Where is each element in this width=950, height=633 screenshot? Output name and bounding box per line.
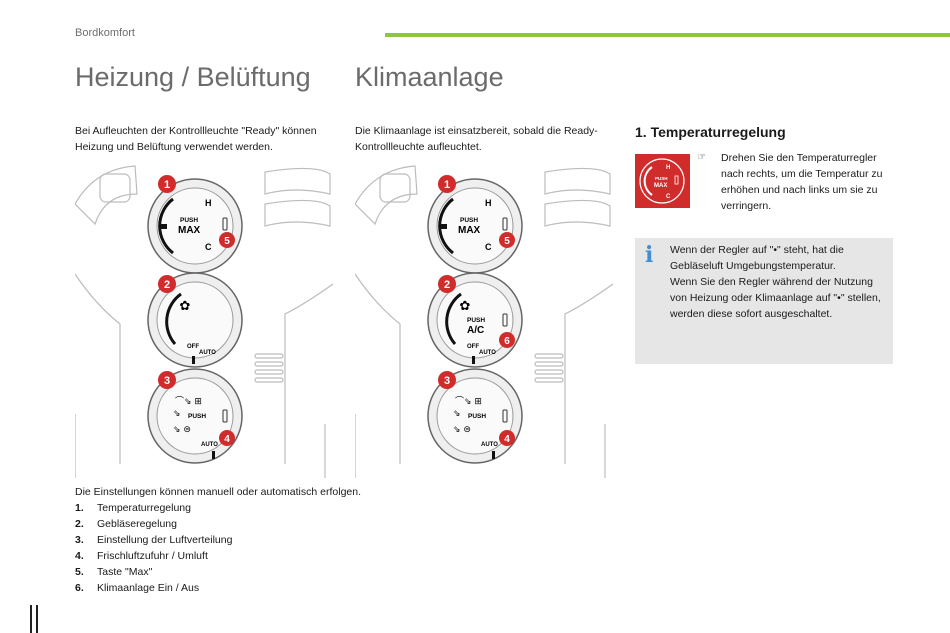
knob2-auto-label: AUTO (199, 350, 216, 356)
list-item-number: 4. (75, 550, 84, 562)
info-note-text: Wenn der Regler auf "•" steht, hat die G… (670, 242, 890, 322)
temperature-knob-thumbnail: H C PUSH MAX (635, 154, 690, 208)
list-item-text: Gebläseregelung (97, 518, 177, 530)
badge-5: 5 (224, 236, 230, 247)
list-item-number: 6. (75, 582, 84, 594)
thumb-h-label: H (666, 165, 670, 171)
list-item-number: 1. (75, 502, 84, 514)
intro-klimaanlage: Die Klimaanlage ist einsatzbereit, sobal… (355, 125, 598, 153)
badge-5: 5 (504, 236, 510, 247)
thumb-max-label: MAX (654, 183, 667, 189)
airflow-feet-icon: ⇘ ⊜ (173, 425, 191, 435)
knob2-auto-label: AUTO (479, 350, 496, 356)
list-item-text: Taste "Max" (97, 566, 153, 578)
list-item-number: 2. (75, 518, 84, 530)
title-heizung: Heizung / Belüftung (75, 62, 311, 92)
list-intro: Die Einstellungen können manuell oder au… (75, 486, 362, 498)
list-item-number: 5. (75, 566, 84, 578)
heizung-control-panel: H C PUSH MAX 1 5 ✿ OFF AUTO 2 ⌒⇘ ⊞ ⇘ PUS… (75, 165, 333, 478)
info-note-box (635, 238, 893, 364)
list-item: 4. Frischluftzufuhr / Umluft (75, 548, 361, 564)
knob1-c-label: C (485, 242, 492, 252)
badge-4: 4 (224, 434, 230, 445)
knob3-push-label: PUSH (188, 413, 206, 420)
intro-heizung: Bei Aufleuchten der Kontrollleuchte "Rea… (75, 125, 317, 153)
knob1-h-label: H (205, 198, 212, 208)
info-icon: i (645, 242, 654, 268)
note-line: werden diese sofort ausgeschaltet. (670, 308, 833, 320)
list-item: 6. Klimaanlage Ein / Aus (75, 580, 361, 596)
list-item-text: Einstellung der Luftverteilung (97, 534, 233, 546)
airflow-face-icon: ⇘ (453, 409, 461, 419)
knob3-auto-label: AUTO (481, 442, 498, 448)
callout-2: 2 (444, 279, 450, 291)
knob1-h-label: H (485, 198, 492, 208)
note-line: Wenn Sie den Regler während der Nutzung (670, 276, 873, 288)
knob1-c-label: C (205, 242, 212, 252)
list-item: 2. Gebläseregelung (75, 516, 361, 532)
pointing-hand-icon: ☞ (697, 152, 706, 163)
airflow-windshield-icon: ⌒⇘ ⊞ (455, 396, 482, 407)
airflow-windshield-icon: ⌒⇘ ⊞ (175, 396, 202, 407)
knob2-off-label: OFF (467, 344, 479, 350)
page-edge-mark (30, 605, 38, 633)
callout-1: 1 (164, 179, 170, 191)
knob1-max-label: MAX (178, 225, 201, 236)
callout-3: 3 (164, 375, 170, 387)
fan-icon: ✿ (180, 299, 191, 314)
thumb-push-label: PUSH (655, 176, 668, 181)
callout-2: 2 (164, 279, 170, 291)
heading-temperaturregelung: 1. Temperaturregelung (635, 124, 786, 140)
accent-bar (385, 33, 950, 37)
badge-4: 4 (504, 434, 510, 445)
list-item-text: Frischluftzufuhr / Umluft (97, 550, 208, 562)
note-line: Gebläseluft Umgebungstemperatur. (670, 260, 836, 272)
knob3-push-label: PUSH (468, 413, 486, 420)
callout-1: 1 (444, 179, 450, 191)
fan-icon: ✿ (460, 299, 471, 314)
temperature-instruction: Drehen Sie den Temperaturregler nach rec… (721, 152, 883, 212)
badge-6: 6 (504, 336, 510, 347)
list-item: 5. Taste "Max" (75, 564, 361, 580)
airflow-feet-icon: ⇘ ⊜ (453, 425, 471, 435)
list-item: 1. Temperaturregelung (75, 500, 361, 516)
airflow-face-icon: ⇘ (173, 409, 181, 419)
knob2-off-label: OFF (187, 344, 199, 350)
note-line: von Heizung oder Klimaanlage auf "•" ste… (670, 292, 881, 304)
knob1-push-label: PUSH (460, 217, 478, 224)
list-item-text: Klimaanlage Ein / Aus (97, 582, 200, 594)
knob2-push-label: PUSH (467, 317, 485, 324)
section-label: Bordkomfort (75, 27, 135, 39)
knob2-ac-label: A/C (467, 325, 484, 336)
list-item-number: 3. (75, 534, 84, 546)
title-klimaanlage: Klimaanlage (355, 62, 504, 92)
callout-3: 3 (444, 375, 450, 387)
knob1-max-label: MAX (458, 225, 481, 236)
knob3-auto-label: AUTO (201, 442, 218, 448)
list-item: 3. Einstellung der Luftverteilung (75, 532, 361, 548)
settings-list: Die Einstellungen können manuell oder au… (75, 484, 361, 596)
list-item-text: Temperaturregelung (97, 502, 191, 514)
note-line: Wenn der Regler auf "•" steht, hat die (670, 244, 844, 256)
knob1-push-label: PUSH (180, 217, 198, 224)
klimaanlage-control-panel: H C PUSH MAX 1 5 ✿ PUSH A/C OFF AUTO 2 6… (355, 165, 613, 478)
thumb-c-label: C (666, 194, 671, 200)
